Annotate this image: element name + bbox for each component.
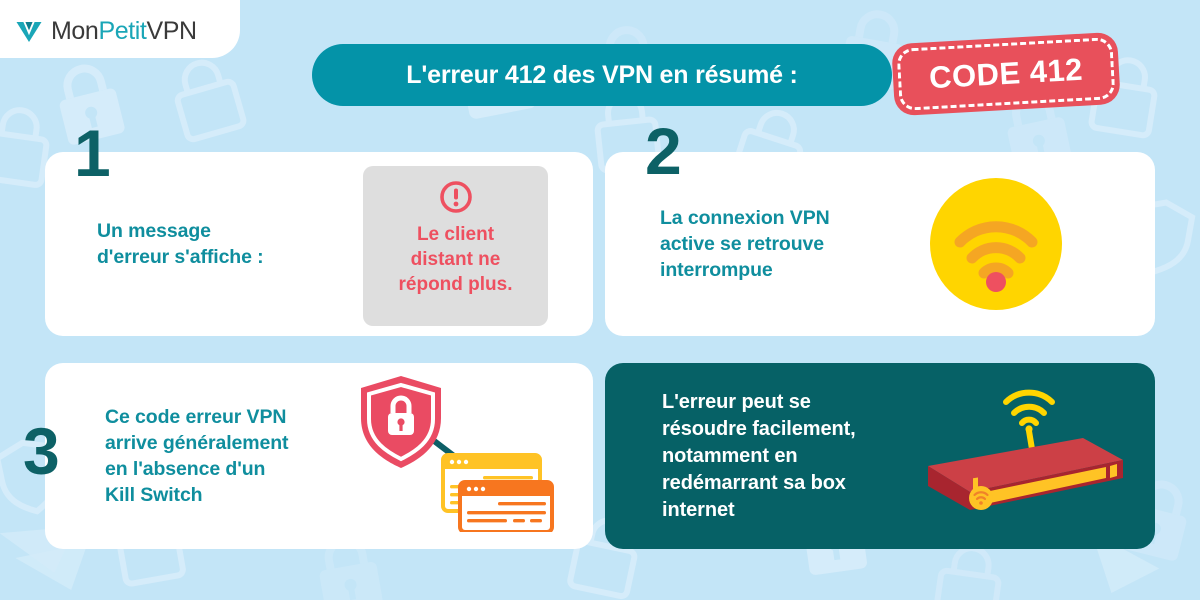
- code-412-badge-label: CODE 412: [928, 51, 1084, 96]
- header-banner-title: L'erreur 412 des VPN en résumé :: [406, 60, 798, 89]
- error-message-box: Le client distant ne répond plus.: [363, 166, 548, 326]
- brand-name-part-1: Mon: [51, 17, 99, 45]
- shield-lock-browser-windows-icon: [361, 376, 554, 532]
- brand-logo[interactable]: MonPetitVPN: [16, 19, 197, 44]
- error-message-text: Le client distant ne répond plus.: [398, 224, 513, 296]
- brand-name-part-2: Petit: [98, 17, 147, 45]
- step-card-4-text: L'erreur peut se résoudre facilement, no…: [662, 390, 856, 521]
- alert-exclamation-circle-icon: [439, 181, 472, 213]
- step-number-1: 1: [74, 116, 111, 190]
- brand-logo-text: MonPetitVPN: [51, 19, 197, 44]
- step-card-2: La connexion VPN active se retrouve inte…: [605, 152, 1155, 336]
- step-card-2-text: La connexion VPN active se retrouve inte…: [660, 206, 830, 282]
- header-banner: L'erreur 412 des VPN en résumé :: [312, 44, 892, 106]
- code-412-badge: CODE 412: [891, 31, 1121, 117]
- wifi-signal-circle-icon: [930, 178, 1062, 310]
- step-number-3: 3: [23, 414, 60, 488]
- internet-router-box-icon: [928, 389, 1123, 510]
- monpetitvpn-m-mark-icon: [16, 21, 42, 42]
- step-card-2-body: La connexion VPN active se retrouve inte…: [605, 152, 1155, 336]
- step-card-1-text: Un message d'erreur s'affiche :: [97, 219, 264, 268]
- step-number-2: 2: [645, 114, 682, 188]
- brand-logo-plate[interactable]: MonPetitVPN: [0, 0, 240, 58]
- brand-name-part-3: VPN: [146, 17, 197, 45]
- step-card-3-text: Ce code erreur VPN arrive généralement e…: [105, 405, 289, 507]
- step-card-4-body: L'erreur peut se résoudre facilement, no…: [605, 363, 1155, 549]
